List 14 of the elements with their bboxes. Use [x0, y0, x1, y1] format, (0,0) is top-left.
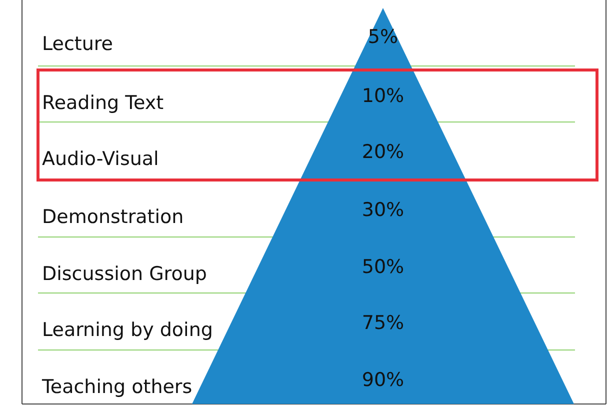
percentage: 30% — [362, 199, 404, 221]
row-label: Demonstration — [42, 206, 184, 228]
row-label: Reading Text — [42, 92, 164, 114]
row-label: Teaching others — [42, 376, 192, 398]
percentage: 20% — [362, 141, 404, 163]
percentage: 5% — [368, 26, 398, 48]
percentage: 90% — [362, 369, 404, 391]
percentage: 75% — [362, 312, 404, 334]
row-label: Learning by doing — [42, 319, 213, 341]
percentage: 50% — [362, 256, 404, 278]
row-label: Lecture — [42, 33, 113, 55]
row-label: Discussion Group — [42, 263, 207, 285]
percentage: 10% — [362, 85, 404, 107]
row-label: Audio-Visual — [42, 148, 159, 170]
